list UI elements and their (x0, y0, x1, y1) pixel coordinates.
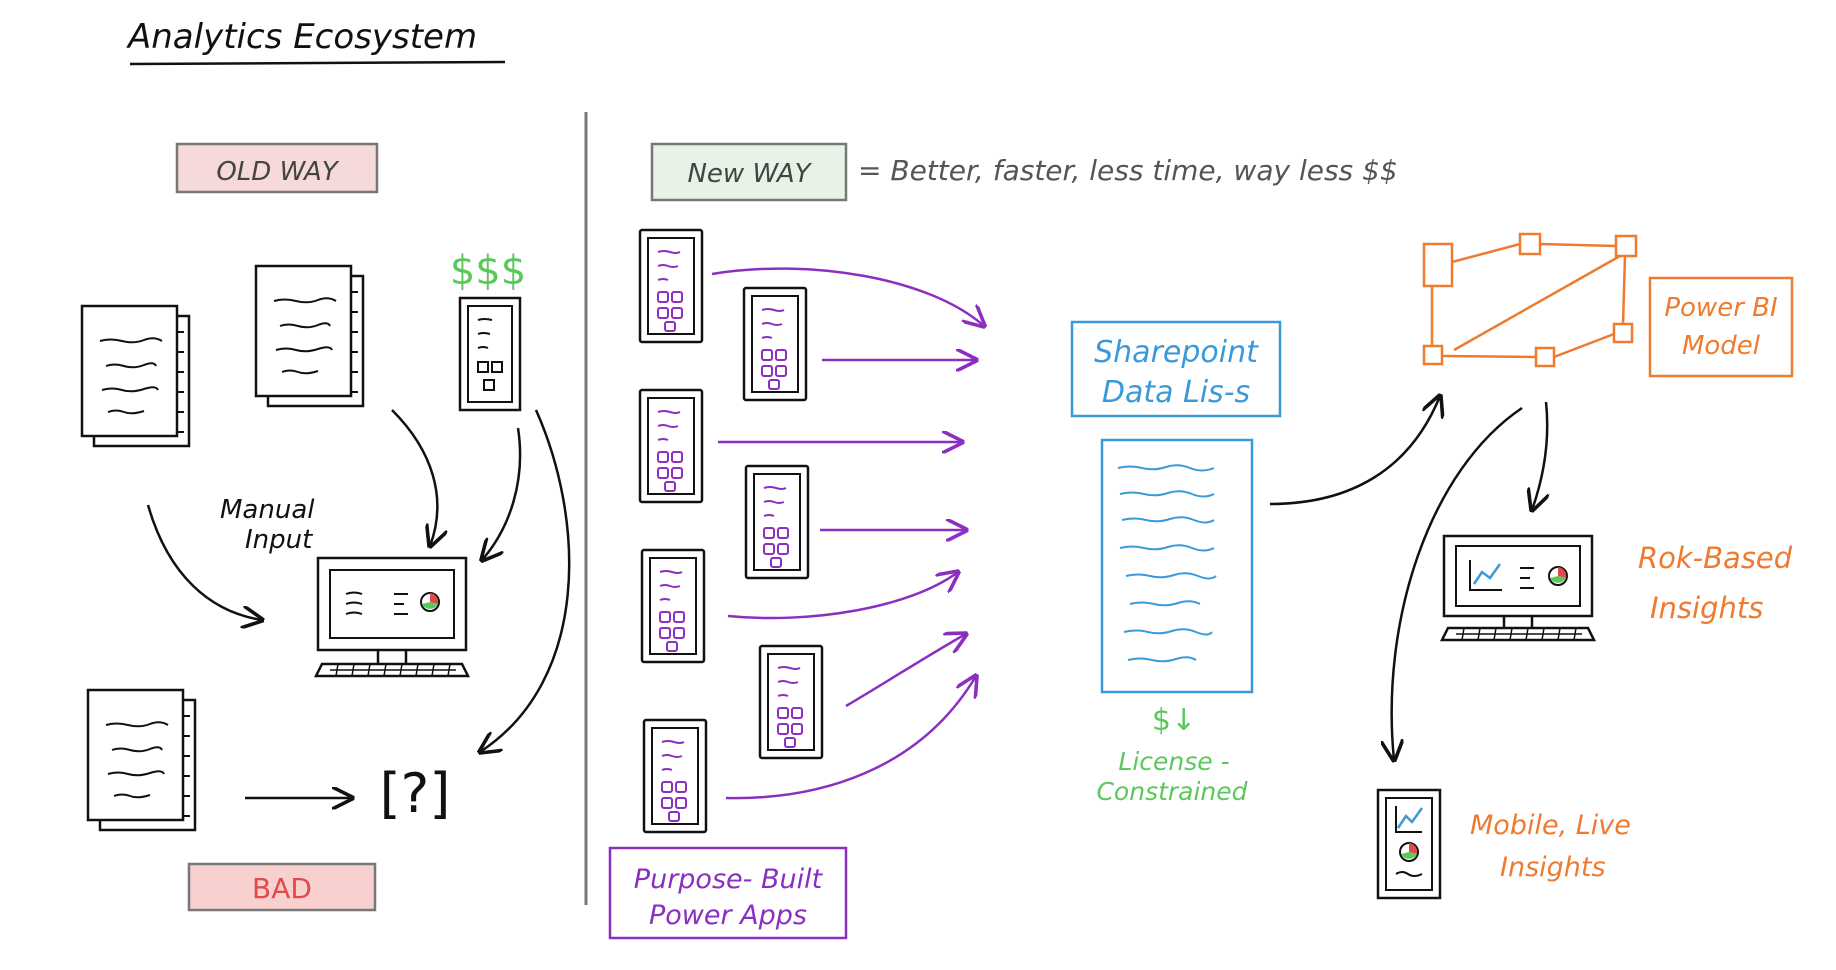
network-model-icon (1422, 232, 1638, 368)
license-label-line2: Constrained (1096, 777, 1247, 806)
phone-app-icon (638, 228, 704, 344)
sharepoint-label-line1: Sharepoint (1094, 335, 1259, 370)
arrow-icon (146, 409, 571, 798)
old-way-label-box (175, 142, 379, 194)
sharepoint-label-box (1070, 320, 1282, 418)
title-underline (129, 60, 506, 66)
document-icon (254, 264, 365, 408)
bad-label-box (187, 862, 377, 912)
phone-app-icon (642, 718, 708, 834)
document-icon (86, 688, 197, 832)
new-way-tagline: = Better, faster, less time, way less $$ (858, 154, 1398, 187)
phone-app-icon (640, 548, 706, 664)
new-way-label: New WAY (687, 159, 812, 189)
arrow-icon (1269, 396, 1440, 506)
bad-label: BAD (252, 872, 312, 905)
desktop-computer-icon (1439, 534, 1597, 642)
phone-app-icon (758, 644, 824, 760)
cost-down-label: $↓ (1152, 703, 1196, 738)
manual-input-label-line2: Input (245, 525, 313, 555)
old-way-label: OLD WAY (216, 157, 339, 187)
phone-app-icon (458, 296, 522, 412)
role-based-insights-line1: Rok-Based (1638, 541, 1793, 575)
powerbi-label-box (1648, 276, 1794, 378)
cost-label: $$$ (450, 248, 526, 294)
manual-input-label-line1: Manual (220, 495, 315, 525)
unknown-output-symbol: [?] (380, 762, 451, 825)
document-icon (80, 304, 191, 448)
new-way-label-box (650, 142, 848, 202)
license-label-line1: License - (1118, 747, 1229, 776)
power-apps-label-box (608, 846, 848, 940)
desktop-computer-icon (313, 556, 471, 678)
power-apps-label-line2: Power Apps (649, 900, 807, 931)
powerbi-label-line2: Model (1682, 331, 1761, 361)
phone-app-icon (742, 286, 808, 402)
phone-app-icon (744, 464, 810, 580)
mobile-insights-line1: Mobile, Live (1470, 810, 1631, 841)
sharepoint-label-line2: Data Lis-s (1102, 375, 1250, 410)
role-based-insights-line2: Insights (1650, 591, 1763, 625)
phone-app-icon (638, 388, 704, 504)
powerbi-label-line1: Power BI (1664, 293, 1777, 323)
arrow-icon (1392, 401, 1548, 760)
arrow-icon (711, 267, 984, 800)
page-title: Analytics Ecosystem (126, 17, 477, 57)
power-apps-label-line1: Purpose- Built (634, 864, 824, 895)
phone-app-icon (1376, 788, 1442, 900)
sharepoint-list-document (1100, 438, 1254, 694)
mobile-insights-line2: Insights (1500, 852, 1606, 883)
